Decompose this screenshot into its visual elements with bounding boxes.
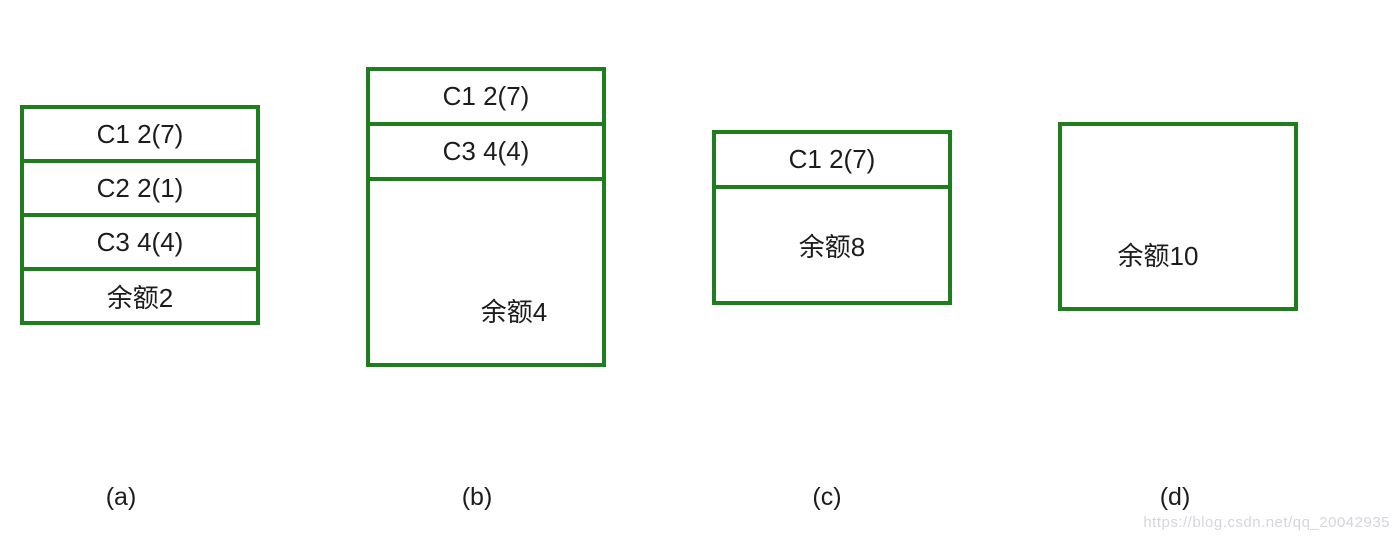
block-label: C1 2(7) <box>788 144 876 174</box>
memory-diagram-a: C1 2(7) C2 2(1) C3 4(4) 余额2 <box>20 105 260 325</box>
memory-block-row: C3 4(4) <box>366 122 606 181</box>
memory-block-row: C1 2(7) <box>366 67 606 126</box>
block-label: C3 4(4) <box>442 136 530 166</box>
block-label: 余额4 <box>480 296 548 327</box>
block-label: 余额8 <box>798 231 866 262</box>
memory-block-row: C3 4(4) <box>20 213 260 271</box>
remaining-block: 余额10 <box>1058 122 1298 311</box>
block-label: C1 2(7) <box>442 81 530 111</box>
memory-block-row: C1 2(7) <box>712 130 952 189</box>
memory-diagram-b: C1 2(7) C3 4(4) 余额4 <box>366 67 606 367</box>
remaining-block: 余额8 <box>712 185 952 305</box>
diagram-label-b: (b) <box>461 483 493 511</box>
diagram-label-d: (d) <box>1159 483 1191 511</box>
remaining-block: 余额4 <box>366 177 606 367</box>
watermark: https://blog.csdn.net/qq_20042935 <box>1143 514 1390 531</box>
diagram-label-a: (a) <box>105 483 137 511</box>
block-label: 余额2 <box>106 282 174 313</box>
memory-block-row: C2 2(1) <box>20 159 260 217</box>
block-label: C3 4(4) <box>96 226 184 257</box>
memory-diagram-c: C1 2(7) 余额8 <box>712 130 952 305</box>
memory-diagram-d: 余额10 <box>1058 122 1298 311</box>
diagram-label-c: (c) <box>812 483 842 511</box>
block-label: C1 2(7) <box>96 118 184 149</box>
block-label: 余额10 <box>1117 241 1199 271</box>
remaining-block: 余额2 <box>20 267 260 325</box>
block-label: C2 2(1) <box>96 172 184 203</box>
memory-block-row: C1 2(7) <box>20 105 260 163</box>
